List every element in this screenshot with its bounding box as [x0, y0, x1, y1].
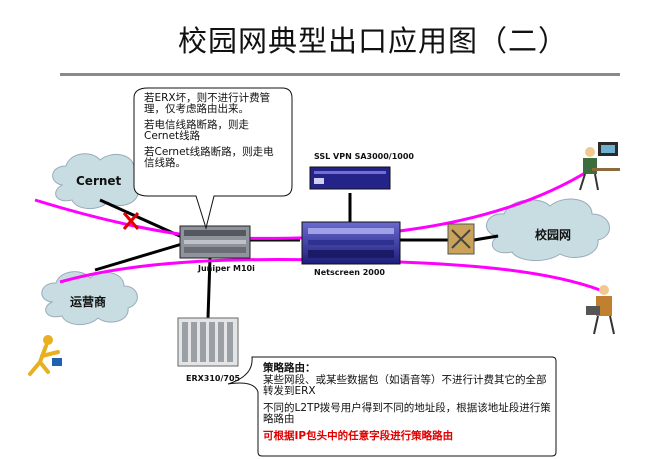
juniper-router — [179, 225, 251, 259]
campus-cloud — [486, 198, 610, 261]
callout-top-line1: 若ERX坏，则不进行计费管理，仅考虑路由出来。 — [144, 92, 271, 115]
policy-line3-highlight: 可根据IP包头中的任意字段进行策略路由 — [263, 430, 454, 442]
juniper-label: Juniper M10i — [198, 264, 255, 273]
operator-label: 运营商 — [70, 295, 107, 309]
policy-line2: 不同的L2TP拨号用户得到不同的地址段，根据该地址段进行策略路由 — [263, 402, 551, 425]
page-title: 校园网典型出口应用图（二） — [178, 24, 569, 58]
callout-top-line3: 若Cernet线路断路，则走电信线路。 — [144, 146, 274, 169]
core-switch — [447, 223, 475, 255]
running-person-icon — [28, 335, 62, 376]
callout-bottom-bubble — [227, 356, 557, 457]
title-underline — [60, 73, 620, 76]
cernet-label: Cernet — [76, 174, 122, 188]
operator-cloud — [41, 271, 138, 325]
erx-label: ERX310/705 — [186, 374, 241, 383]
callout-bottom-text: 策略路由： 某些网段、或某些数据包（如语音等）不进行计费其它的全部转发到ERX … — [263, 363, 553, 442]
netscreen-firewall — [301, 221, 401, 265]
policy-routing-heading: 策略路由： — [263, 362, 316, 374]
callout-top-text: 若ERX坏，则不进行计费管理，仅考虑路由出来。 若电信线路断路，则走Cernet… — [144, 93, 284, 174]
callout-top-bubble — [133, 87, 293, 230]
ssl-vpn-label: SSL VPN SA3000/1000 — [314, 152, 414, 161]
callout-top-line2: 若电信线路断路，则走Cernet线路 — [144, 119, 249, 142]
workstation-user-icon — [579, 142, 620, 191]
netscreen-label: Netscreen 2000 — [314, 268, 385, 277]
fault-x-icon — [122, 212, 140, 230]
laptop-user-icon — [586, 285, 615, 335]
policy-line1: 某些网段、或某些数据包（如语音等）不进行计费其它的全部转发到ERX — [263, 374, 547, 397]
black-links — [94, 193, 499, 319]
ssl-vpn-device — [309, 166, 391, 190]
campus-network-label: 校园网 — [535, 228, 572, 242]
erx-chassis — [177, 317, 239, 367]
